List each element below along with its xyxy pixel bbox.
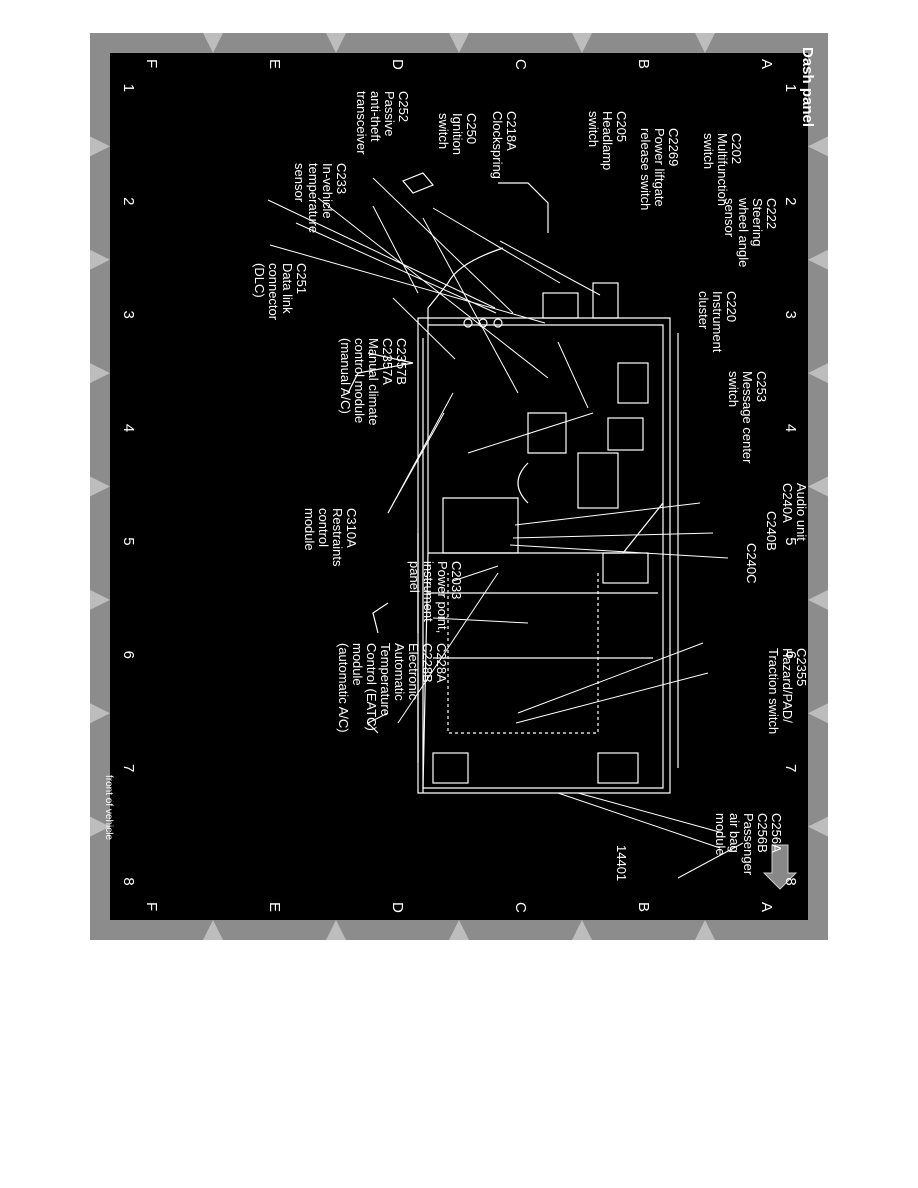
grid-label: 6: [120, 650, 137, 659]
grid-label: 2: [782, 197, 799, 206]
grid-label: F: [143, 59, 161, 69]
grid-label: 8: [120, 877, 137, 886]
grid-label: 7: [782, 763, 799, 773]
border-triangle: [808, 703, 828, 724]
label-c240b: C240B: [764, 511, 779, 551]
border-triangle: [695, 33, 715, 53]
border-triangle: [808, 363, 828, 384]
border-triangle: [808, 476, 828, 497]
border-triangle: [808, 136, 828, 157]
grid-label: B: [635, 902, 653, 913]
border-triangle: [572, 33, 592, 53]
grid-label: D: [389, 59, 407, 70]
grid-label: C: [512, 59, 530, 70]
border-triangle: [326, 33, 346, 53]
grid-label: A: [758, 59, 776, 70]
border-triangle: [449, 920, 469, 940]
label-c240c: C240C: [744, 543, 759, 584]
front-of-vehicle-label: front of vehicle: [103, 775, 114, 841]
border-triangle: [90, 703, 110, 724]
grid-label: 3: [782, 310, 799, 319]
grid-label: 3: [120, 310, 137, 319]
grid-label: C: [512, 902, 530, 913]
dash-panel-outline: [347, 172, 679, 794]
border-triangle: [90, 816, 110, 837]
diagram-title: Dash panel: [799, 47, 816, 128]
grid-label: E: [266, 902, 284, 913]
border-triangle: [808, 816, 828, 837]
grid-label: 4: [120, 423, 137, 433]
grid-label: D: [389, 902, 407, 913]
grid-label: 8: [782, 877, 799, 886]
label-c218a: C218A Clockspring: [490, 111, 519, 179]
border-triangle: [90, 589, 110, 610]
grid-border: [90, 33, 828, 940]
label-c205: C205 Headlamp switch: [586, 111, 629, 171]
label-c240a: Audio unit C240A: [780, 483, 809, 541]
grid-label: A: [758, 902, 776, 913]
border-triangle: [695, 920, 715, 940]
label-c2269: C2269 Power liftgate release switch: [638, 128, 681, 211]
label-c2357: C2357B C2357A Manual climate control mod…: [338, 338, 409, 426]
border-triangle: [326, 920, 346, 940]
border-triangle: [203, 33, 223, 53]
grid-label: 4: [782, 423, 799, 433]
label-c2033: C2033 Power point, instrument panel: [407, 561, 464, 634]
label-c253: C253 Message center switch: [726, 371, 769, 464]
grid-label: 1: [120, 83, 137, 93]
dash-panel-drawing: [90, 33, 828, 940]
border-triangle: [808, 589, 828, 610]
border-triangle: [90, 363, 110, 384]
border-triangle: [572, 920, 592, 940]
label-c222: C222 Steering wheel angle sensor: [722, 198, 779, 268]
label-c202: C202 Multifunction switch: [701, 133, 744, 206]
label-c228: C228A C228B Electronic Automatic Tempera…: [336, 643, 449, 733]
label-c250: C250 Ignition switch: [436, 113, 479, 155]
front-arrow: [762, 844, 798, 890]
label-14401: 14401: [614, 845, 629, 882]
border-triangle: [808, 249, 828, 270]
border-triangle: [90, 136, 110, 157]
grid-label: B: [635, 59, 653, 70]
label-c233: C233 In-vehicle temperature sensor: [292, 163, 349, 234]
border-triangle: [90, 249, 110, 270]
grid-label: 7: [120, 763, 137, 773]
label-c310a: C310A Restraints control module: [302, 508, 359, 567]
grid-label: 5: [120, 537, 137, 546]
grid-label: E: [266, 59, 284, 70]
label-c220: C220 Instrument cluster: [696, 291, 739, 353]
grid-label: 1: [782, 83, 799, 93]
grid-label: 2: [120, 197, 137, 206]
leader-lines: [267, 177, 744, 879]
border-triangle: [449, 33, 469, 53]
border-triangle: [90, 476, 110, 497]
grid-label: F: [143, 902, 161, 912]
label-c2355: C2355 Hazard/PAD/ Traction switch: [766, 648, 809, 735]
label-c252: C252 Passive anti-theft transceiver: [354, 91, 411, 155]
label-c251: C251 Data link connector (DLC): [252, 263, 309, 321]
label-c256: C256A C256B Passenger air bag module: [713, 813, 784, 876]
border-triangle: [203, 920, 223, 940]
